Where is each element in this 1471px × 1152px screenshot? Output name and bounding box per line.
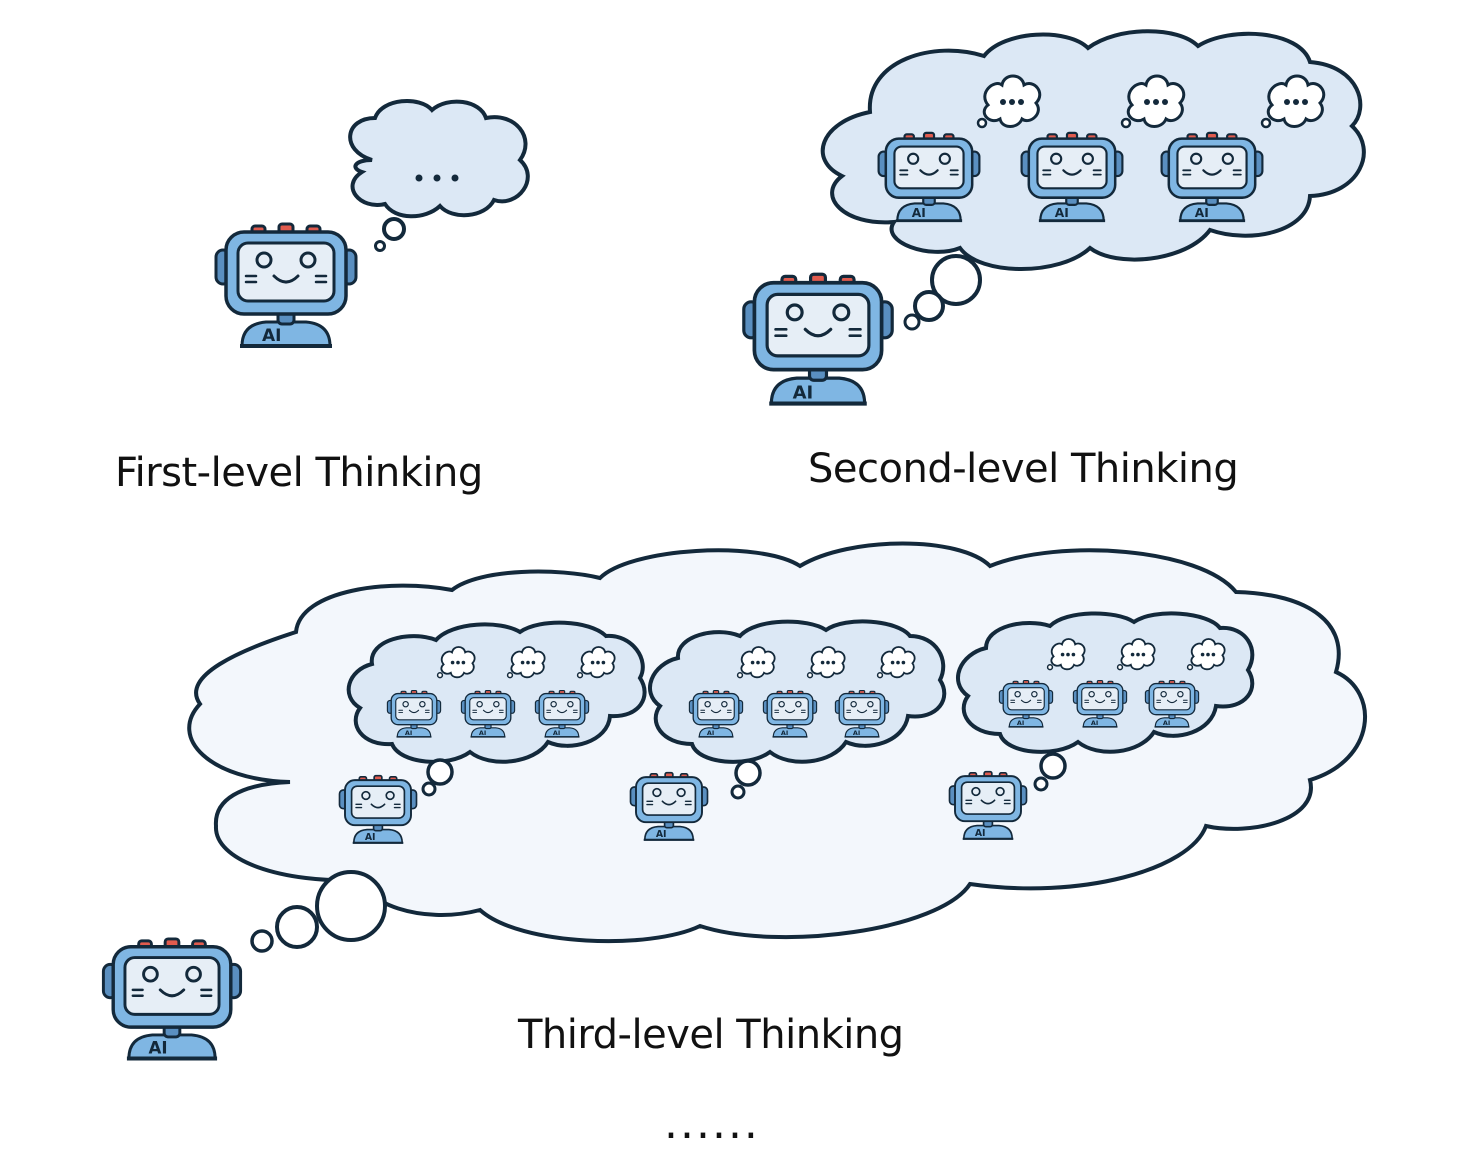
second-level-trail-bubble	[903, 313, 921, 331]
first-level-trail-bubble	[382, 217, 406, 241]
third-level-outer-trail-bubble	[250, 929, 274, 953]
third-level-outer-trail-bubble	[315, 870, 387, 942]
third-level-trail-bubble	[1039, 752, 1067, 780]
second-level-group	[744, 29, 1366, 403]
first-level-group	[214, 98, 530, 348]
first-level-caption: First-level Thinking	[115, 450, 483, 496]
first-level-bubble-dot	[433, 174, 441, 182]
third-level-robot	[101, 936, 243, 1061]
first-level-bubble-dot	[451, 174, 459, 182]
third-level-trail-bubble	[730, 784, 746, 800]
third-level-trail-bubble	[734, 759, 762, 787]
first-level-trail-bubble	[374, 240, 386, 252]
third-level-trail-bubble	[421, 781, 437, 797]
second-level-robot	[744, 274, 892, 403]
first-level-robot	[214, 222, 358, 348]
third-level-sub-cloud-2	[648, 619, 947, 764]
continuation-ellipsis: ......	[664, 1098, 760, 1149]
third-level-trail-bubble	[1033, 776, 1049, 792]
first-level-thought-cloud	[348, 98, 530, 219]
first-level-bubble-dot	[415, 174, 423, 182]
third-level-caption: Third-level Thinking	[518, 1012, 904, 1058]
third-level-trail-bubble	[426, 758, 454, 786]
second-level-trail-bubble	[930, 254, 982, 306]
second-level-trail-bubble	[913, 290, 945, 322]
third-level-group	[101, 541, 1368, 1061]
second-level-caption: Second-level Thinking	[808, 446, 1239, 492]
third-level-outer-trail-bubble	[275, 905, 319, 949]
